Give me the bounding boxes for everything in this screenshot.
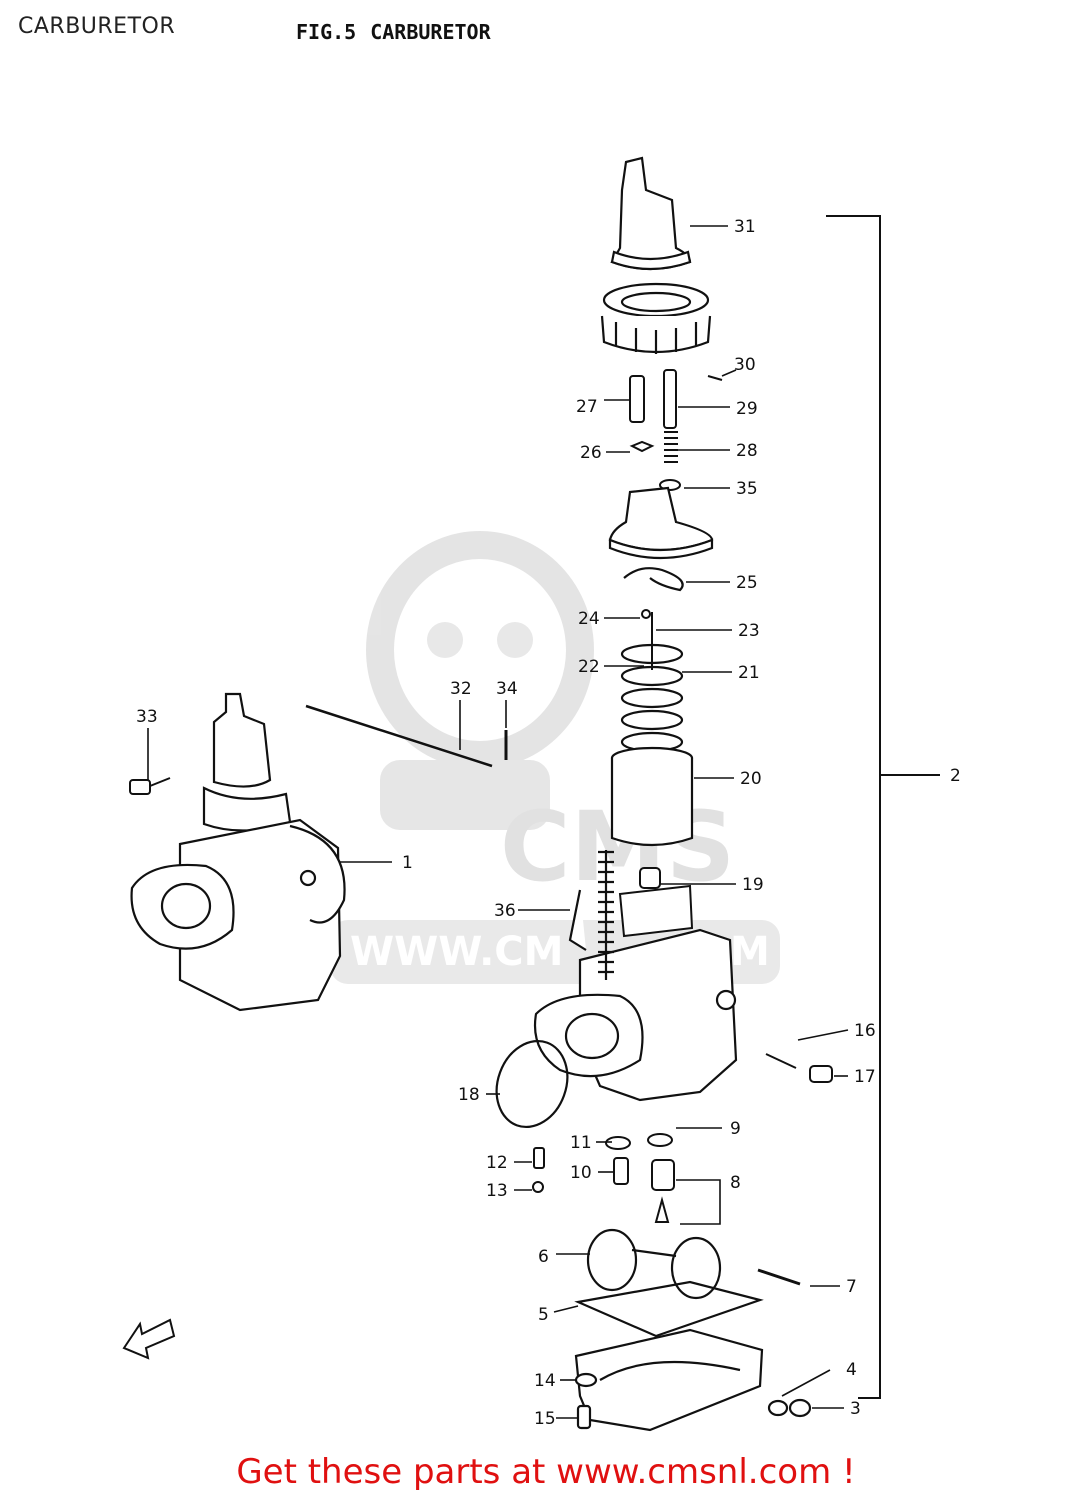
watermark-url-tail: M [730, 929, 770, 975]
top-cap-part [610, 156, 692, 271]
callout-14: 14 [534, 1371, 556, 1391]
assembled-carburetor-part [130, 692, 346, 1012]
needle-part [641, 609, 653, 670]
callout-8: 8 [730, 1173, 741, 1193]
callout-17: 17 [854, 1067, 876, 1087]
figure-title: FIG.5 CARBURETOR [296, 20, 491, 44]
footer-shop-link[interactable]: Get these parts at www.cmsnl.com ! [236, 1452, 856, 1492]
float-chamber-part [574, 1328, 812, 1432]
ring-nut-part [600, 282, 712, 354]
callout-5: 5 [538, 1305, 549, 1325]
front-arrow-icon [122, 1318, 176, 1360]
callout-9: 9 [730, 1119, 741, 1139]
callout-20: 20 [740, 769, 762, 789]
figure-name: CARBURETOR [370, 20, 491, 44]
callout-2: 2 [950, 766, 961, 786]
watermark-url: WWW.CM [350, 929, 563, 975]
callout-13: 13 [486, 1181, 508, 1201]
callout-7: 7 [846, 1277, 857, 1297]
callout-15: 15 [534, 1409, 556, 1429]
callout-18: 18 [458, 1085, 480, 1105]
callout-11: 11 [570, 1133, 592, 1153]
callout-29: 29 [736, 399, 758, 419]
choke-cable-part [305, 704, 493, 768]
callout-25: 25 [736, 573, 758, 593]
assembly-bracket [826, 215, 940, 1399]
o-ring-part [495, 1039, 569, 1129]
callout-6: 6 [538, 1247, 549, 1267]
callout-16: 16 [854, 1021, 876, 1041]
callout-30: 30 [734, 355, 756, 375]
needle-jet-part [618, 867, 694, 938]
watermark: CMS WWW.CM M [330, 531, 780, 984]
clip-part [623, 567, 684, 592]
callout-22: 22 [578, 657, 600, 677]
callout-24: 24 [578, 609, 600, 629]
callout-3: 3 [850, 1399, 861, 1419]
callout-1: 1 [402, 853, 413, 873]
pilot-screw-part [765, 1053, 833, 1083]
callout-12: 12 [486, 1153, 508, 1173]
callout-27: 27 [576, 397, 598, 417]
callout-23: 23 [738, 621, 760, 641]
gasket-part [574, 1280, 764, 1338]
figure-number: FIG.5 [296, 20, 357, 44]
adjuster-parts [629, 369, 723, 491]
callout-10: 10 [570, 1163, 592, 1183]
callout-32: 32 [450, 679, 472, 699]
callout-labels: 1 2 3 4 5 6 7 8 9 10 11 12 13 14 15 16 1… [136, 217, 961, 1429]
callout-31: 31 [734, 217, 756, 237]
leader-lines [147, 225, 849, 1419]
callout-4: 4 [846, 1360, 857, 1380]
callout-33: 33 [136, 707, 158, 727]
float-pin-part [757, 1268, 801, 1286]
callout-34: 34 [496, 679, 518, 699]
callout-19: 19 [742, 875, 764, 895]
adjust-screw-part [129, 777, 171, 795]
callout-36: 36 [494, 901, 516, 921]
throttle-valve-part [610, 746, 694, 847]
callout-21: 21 [738, 663, 760, 683]
callout-35: 35 [736, 479, 758, 499]
page-title: CARBURETOR [18, 14, 176, 39]
callout-28: 28 [736, 441, 758, 461]
chamber-top-part [608, 486, 714, 560]
jet-parts [532, 1133, 675, 1223]
callout-26: 26 [580, 443, 602, 463]
